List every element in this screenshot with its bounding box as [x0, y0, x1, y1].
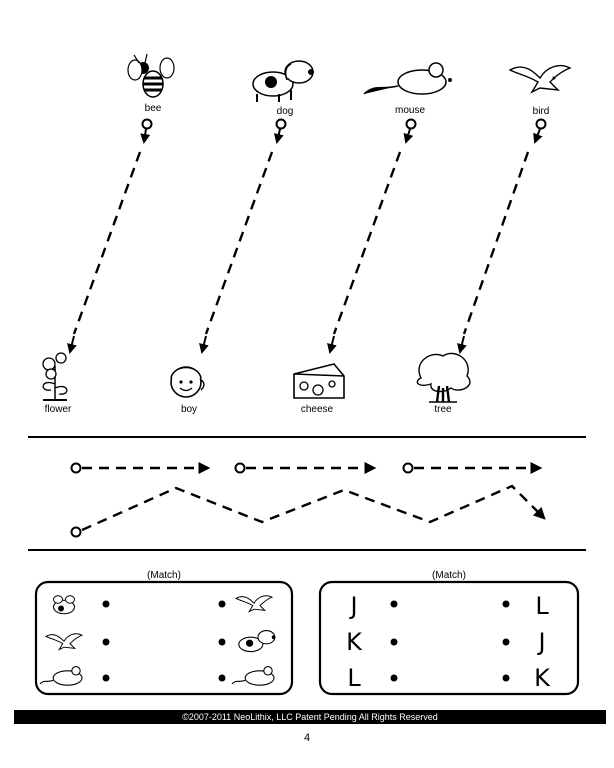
match-letter-right: K — [534, 664, 551, 692]
arrow-icon — [273, 128, 284, 144]
start-circle-icon — [402, 462, 414, 474]
match-dot[interactable] — [390, 674, 398, 682]
bird-icon — [44, 633, 84, 651]
trace-line-mouse-cheese[interactable] — [332, 151, 402, 335]
tree-icon — [416, 352, 471, 403]
copyright-text: ©2007-2011 NeoLithix, LLC Patent Pending… — [182, 712, 438, 722]
dog-icon — [238, 630, 276, 653]
arrow-icon — [403, 128, 414, 144]
arrow-icon — [199, 335, 209, 354]
label-cheese: cheese — [301, 404, 334, 415]
bird-icon — [508, 64, 572, 94]
match-box-pictures — [34, 580, 294, 696]
flower-icon — [42, 352, 68, 401]
match-letter-right: L — [535, 592, 549, 620]
match-dot[interactable] — [218, 638, 226, 646]
boy-icon — [170, 366, 205, 398]
trace-line-dog-boy[interactable] — [204, 151, 274, 335]
match-letter-left: J — [348, 592, 357, 620]
match-dot[interactable] — [218, 600, 226, 608]
label-boy: boy — [181, 404, 197, 415]
match-letter-right: J — [536, 628, 545, 656]
footer-bar — [14, 710, 606, 724]
match-box-letters — [318, 580, 580, 696]
label-bird: bird — [533, 106, 550, 117]
start-circle-icon — [405, 118, 417, 130]
start-circle-icon — [275, 118, 287, 130]
bird-icon — [234, 595, 274, 613]
start-circle-icon — [70, 462, 82, 474]
arrow-icon — [327, 335, 337, 354]
label-bee: bee — [145, 103, 162, 114]
start-circle-icon — [535, 118, 547, 130]
arrow-icon — [533, 128, 543, 144]
mouse-icon — [363, 62, 452, 95]
label-mouse: mouse — [395, 105, 425, 116]
match-dot[interactable] — [502, 638, 510, 646]
label-tree: tree — [434, 404, 452, 415]
match-dot[interactable] — [390, 600, 398, 608]
match-dot[interactable] — [102, 600, 110, 608]
label-flower: flower — [45, 404, 72, 415]
mouse-icon — [39, 666, 83, 686]
trace-line-zigzag[interactable] — [81, 484, 546, 532]
match-title: (Match) — [432, 570, 466, 581]
arrow-icon — [67, 335, 77, 354]
start-circle-icon — [141, 118, 153, 130]
page-number: 4 — [303, 732, 311, 744]
mouse-icon — [231, 666, 275, 686]
match-dot[interactable] — [502, 674, 510, 682]
trace-line-bird-tree[interactable] — [462, 151, 530, 335]
match-dot[interactable] — [502, 600, 510, 608]
match-letter-left: K — [346, 628, 363, 656]
cheese-icon — [293, 363, 345, 399]
bee-icon — [52, 595, 76, 615]
start-circle-icon — [70, 526, 82, 538]
match-dot[interactable] — [102, 638, 110, 646]
label-dog: dog — [277, 106, 294, 117]
match-dot[interactable] — [390, 638, 398, 646]
trace-line-bee-flower[interactable] — [72, 151, 142, 335]
dog-icon — [252, 60, 314, 102]
match-letter-left: L — [347, 664, 361, 692]
start-circle-icon — [234, 462, 246, 474]
match-dot[interactable] — [102, 674, 110, 682]
match-title: (Match) — [147, 570, 181, 581]
match-dot[interactable] — [218, 674, 226, 682]
arrow-icon — [140, 128, 151, 144]
bee-icon — [127, 53, 175, 98]
arrow-icon — [457, 335, 467, 354]
